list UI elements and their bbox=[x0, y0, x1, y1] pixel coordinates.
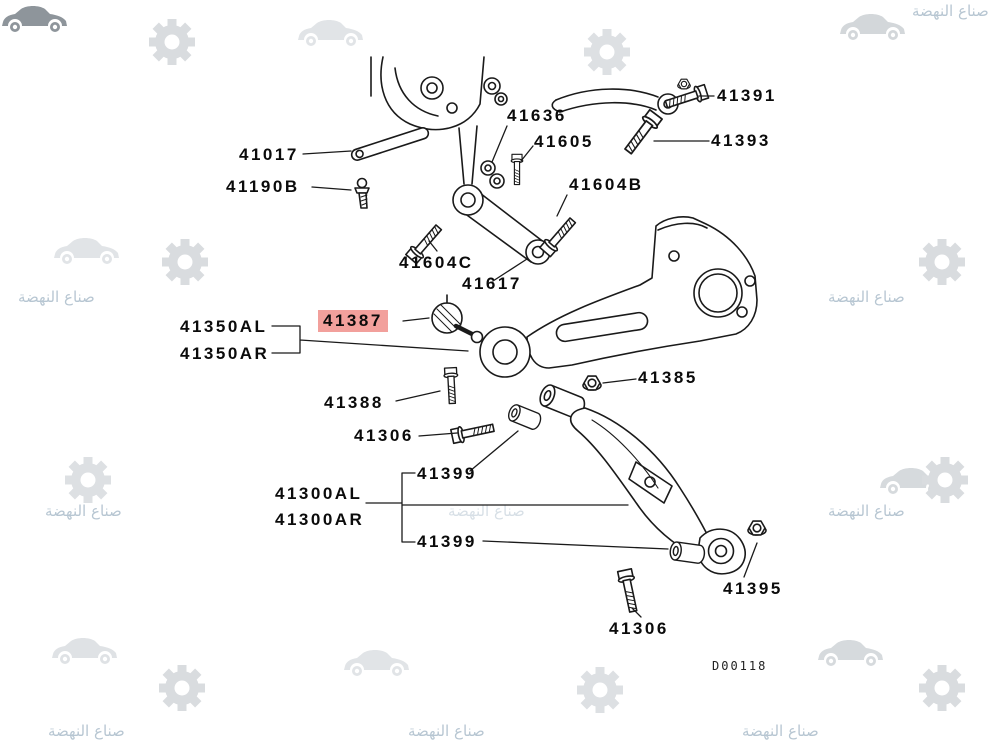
knuckle-assembly-part bbox=[370, 56, 508, 185]
part-label-41385: 41385 bbox=[638, 368, 698, 387]
part-label-41306-lower: 41306 bbox=[609, 619, 669, 638]
part-label-41604C: 41604C bbox=[399, 253, 474, 272]
link-bar-41017-part bbox=[350, 127, 430, 161]
nut-41385-part bbox=[582, 375, 602, 391]
watermark-text: صناع النهضة bbox=[912, 2, 989, 20]
trailing-arm-part bbox=[479, 216, 758, 378]
nut-41391-part bbox=[677, 78, 691, 90]
bolt-41306-upper-part bbox=[449, 419, 496, 446]
part-label-41393: 41393 bbox=[711, 131, 771, 150]
leader-lines bbox=[271, 95, 758, 618]
bolt-41393-part bbox=[620, 108, 664, 158]
ball-stud-41190B-part bbox=[354, 177, 370, 209]
diagram-code: D00118 bbox=[712, 659, 768, 673]
part-label-41636: 41636 bbox=[507, 106, 567, 125]
washers-41636-part bbox=[480, 160, 505, 189]
watermark-text: صناع النهضة bbox=[48, 722, 125, 740]
watermark-text: صناع النهضة bbox=[18, 288, 95, 306]
nut-41395-part bbox=[747, 520, 767, 536]
upper-link-41617-part bbox=[452, 184, 551, 265]
watermark-text: صناع النهضة bbox=[45, 502, 122, 520]
bolt-41388-part bbox=[442, 366, 460, 405]
watermark-text: صناع النهضة bbox=[742, 722, 819, 740]
lower-control-arm-part bbox=[539, 384, 746, 575]
part-label-41388: 41388 bbox=[324, 393, 384, 412]
part-label-41387-highlighted: 41387 bbox=[318, 310, 388, 332]
part-label-41306-upper: 41306 bbox=[354, 426, 414, 445]
damper-41387-part bbox=[431, 294, 484, 344]
part-label-41399-upper: 41399 bbox=[417, 464, 477, 483]
watermark-text: صناع النهضة bbox=[828, 502, 905, 520]
part-label-41604B: 41604B bbox=[569, 175, 644, 194]
bushing-41399-lower-part bbox=[668, 540, 707, 565]
part-label-41391: 41391 bbox=[717, 86, 777, 105]
bolt-41605-part bbox=[510, 153, 524, 186]
upper-arm-part bbox=[551, 88, 679, 115]
part-label-41395: 41395 bbox=[723, 579, 783, 598]
part-label-41017: 41017 bbox=[239, 145, 299, 164]
part-label-41350AR: 41350AR bbox=[180, 344, 270, 363]
bolt-41604B-part bbox=[538, 214, 580, 259]
part-label-41350AL: 41350AL bbox=[180, 317, 268, 336]
bushing-41399-upper-part bbox=[505, 402, 544, 432]
bolt-41306-lower-part bbox=[615, 567, 642, 614]
part-label-41399-lower: 41399 bbox=[417, 532, 477, 551]
part-label-41190B: 41190B bbox=[226, 177, 300, 196]
watermark-text: صناع النهضة bbox=[828, 288, 905, 306]
part-label-41300AR: 41300AR bbox=[275, 510, 365, 529]
watermark-text: صناع النهضة bbox=[448, 502, 525, 520]
part-label-41617: 41617 bbox=[462, 274, 522, 293]
part-label-41605: 41605 bbox=[534, 132, 594, 151]
part-label-41300AL: 41300AL bbox=[275, 484, 363, 503]
watermark-text: صناع النهضة bbox=[408, 722, 485, 740]
